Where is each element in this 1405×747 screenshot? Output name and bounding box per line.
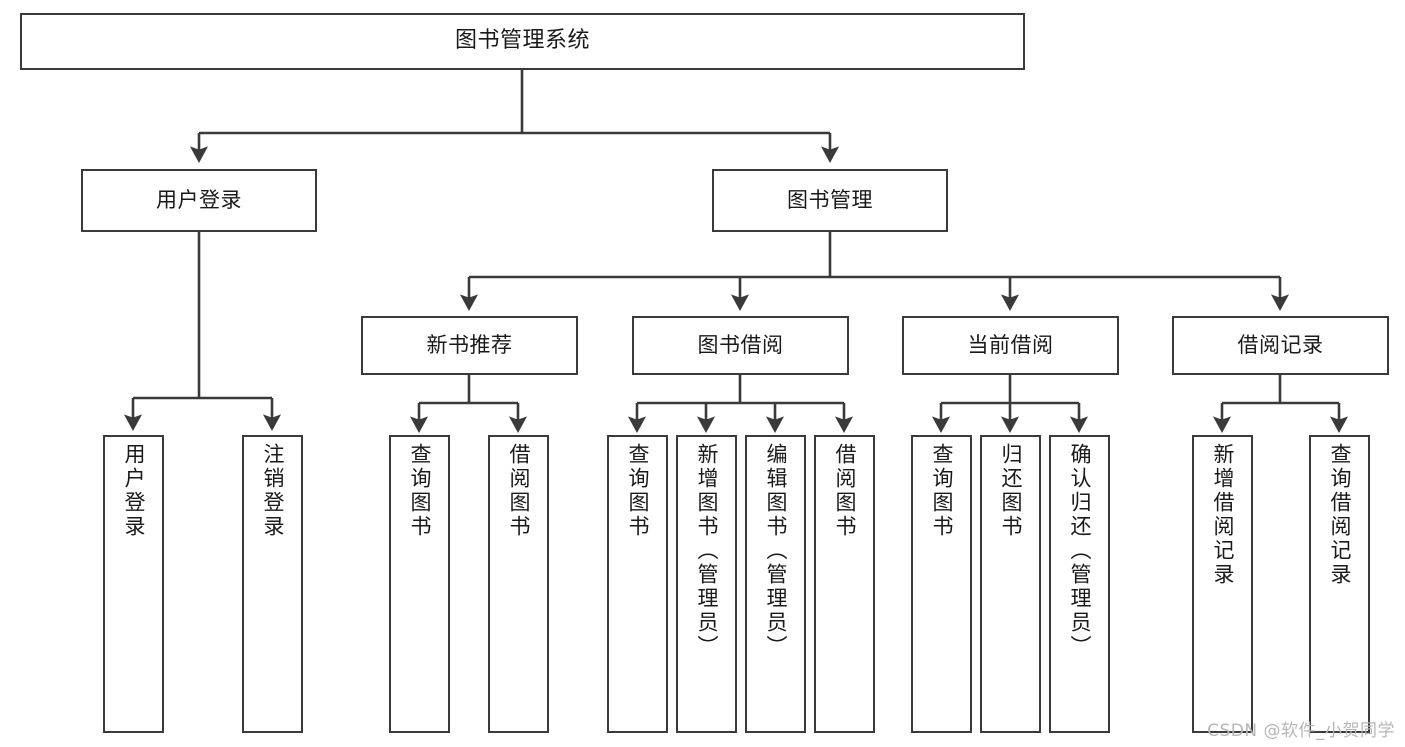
node-borrow-record[interactable]: 借阅记录 [1172,316,1389,375]
node-book-borrow[interactable]: 图书借阅 [632,316,849,375]
node-leaf-borrow-add-book[interactable]: 新增图书（管理员） [676,435,737,733]
node-leaf-current-return-book-label: 归还图书 [999,443,1023,539]
node-book-management-label: 图书管理 [787,187,873,212]
node-leaf-borrow-add-book-label: 新增图书（管理员） [695,443,719,659]
node-leaf-record-add[interactable]: 新增借阅记录 [1192,435,1253,733]
node-new-book-recommend[interactable]: 新书推荐 [361,316,578,375]
node-leaf-current-query-book-label: 查询图书 [930,443,954,539]
node-leaf-current-return-book[interactable]: 归还图书 [980,435,1041,733]
node-borrow-record-label: 借阅记录 [1237,332,1324,357]
node-leaf-user-login[interactable]: 用户登录 [103,435,164,733]
node-leaf-borrow-borrow-book[interactable]: 借阅图书 [814,435,875,733]
node-leaf-current-query-book[interactable]: 查询图书 [911,435,972,733]
node-user-login[interactable]: 用户登录 [81,169,317,232]
node-leaf-newbook-borrow-book-label: 借阅图书 [507,443,531,539]
node-root-label: 图书管理系统 [454,28,590,54]
node-leaf-current-confirm-return-label: 确认归还（管理员） [1068,443,1092,659]
node-leaf-record-query[interactable]: 查询借阅记录 [1309,435,1370,733]
watermark: CSDN @软件_小贺同学 [1207,721,1395,741]
node-leaf-borrow-borrow-book-label: 借阅图书 [833,443,857,539]
node-root[interactable]: 图书管理系统 [20,13,1025,70]
node-leaf-logout-label: 注销登录 [261,443,285,539]
node-new-book-recommend-label: 新书推荐 [426,332,513,357]
node-leaf-borrow-query-book[interactable]: 查询图书 [607,435,668,733]
node-leaf-current-confirm-return[interactable]: 确认归还（管理员） [1049,435,1110,733]
node-user-login-label: 用户登录 [156,187,242,212]
node-leaf-user-login-label: 用户登录 [122,443,146,539]
node-leaf-newbook-query-book[interactable]: 查询图书 [389,435,450,733]
node-leaf-newbook-borrow-book[interactable]: 借阅图书 [488,435,549,733]
node-leaf-newbook-query-book-label: 查询图书 [408,443,432,539]
node-leaf-record-query-label: 查询借阅记录 [1328,443,1352,587]
node-current-borrow-label: 当前借阅 [967,332,1054,357]
node-leaf-borrow-edit-book-label: 编辑图书（管理员） [764,443,788,659]
node-current-borrow[interactable]: 当前借阅 [902,316,1119,375]
node-leaf-record-add-label: 新增借阅记录 [1211,443,1235,587]
node-book-borrow-label: 图书借阅 [697,332,784,357]
node-leaf-borrow-query-book-label: 查询图书 [626,443,650,539]
node-leaf-borrow-edit-book[interactable]: 编辑图书（管理员） [745,435,806,733]
node-leaf-logout[interactable]: 注销登录 [242,435,303,733]
node-book-management[interactable]: 图书管理 [712,169,948,232]
